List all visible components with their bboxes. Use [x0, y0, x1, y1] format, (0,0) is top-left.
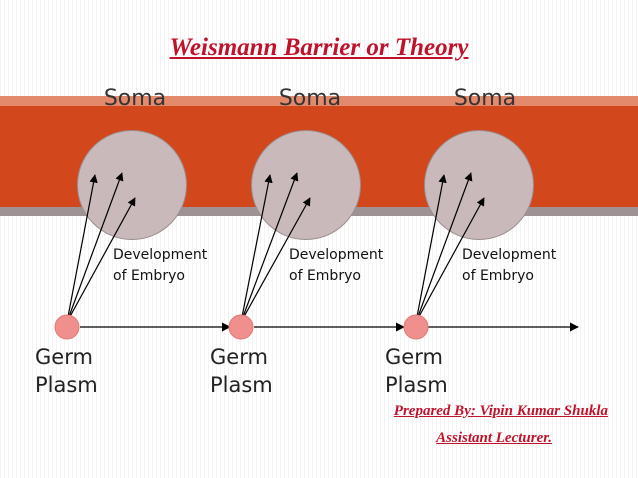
author-role: Assistant Lecturer.: [436, 430, 552, 446]
development-arrow: [415, 174, 447, 323]
development-label-3: Development of Embryo: [462, 247, 557, 284]
development-label-2: Development of Embryo: [289, 247, 384, 284]
development-arrow: [66, 174, 98, 323]
germ-plasm-label-3: Germ Plasm: [385, 345, 448, 397]
germ-plasm-label-1: Germ Plasm: [35, 345, 98, 397]
soma-cell-1: [77, 130, 187, 240]
germ-plasm-label-2: Germ Plasm: [210, 345, 273, 397]
soma-band-top-edge: [0, 96, 638, 106]
development-arrow: [240, 174, 273, 323]
germ-plasm-dot-2: [228, 314, 254, 340]
development-arrow: [240, 172, 299, 323]
prepared-by-credit: Prepared By: Vipin Kumar Shukla: [393, 403, 608, 419]
development-arrow: [66, 197, 136, 323]
slide-title: Weismann Barrier or Theory: [169, 34, 469, 61]
soma-label-3: Soma: [453, 86, 517, 111]
germ-plasm-dot-1: [54, 314, 80, 340]
development-label-1: Development of Embryo: [113, 247, 208, 284]
soma-cell-2: [251, 130, 361, 240]
development-arrow: [66, 172, 124, 323]
development-arrow: [240, 197, 311, 323]
development-arrow: [415, 197, 485, 323]
germ-plasm-dot-3: [403, 314, 429, 340]
soma-label-1: Soma: [103, 86, 167, 111]
soma-label-2: Soma: [278, 86, 342, 111]
development-arrow: [415, 172, 473, 323]
